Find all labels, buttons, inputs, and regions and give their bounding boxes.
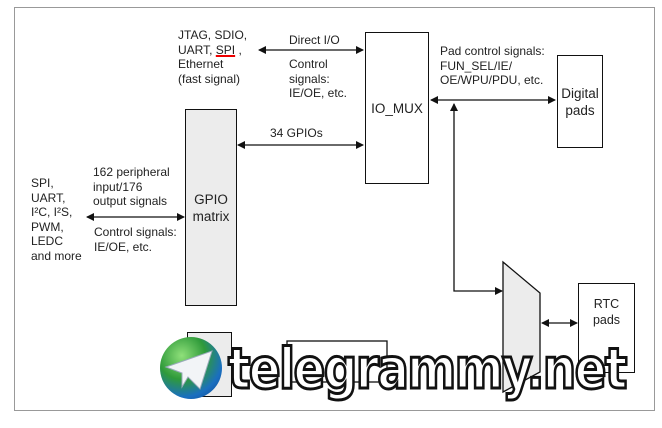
digital-pads-label: Digital pads bbox=[561, 85, 599, 118]
peripherals-line: (fast signal) bbox=[178, 71, 241, 86]
direct-io-label: Direct I/O bbox=[289, 33, 340, 47]
peripherals-line: Ethernet bbox=[178, 57, 224, 71]
lower-box bbox=[286, 340, 388, 383]
watermark-text: telegrammy.net bbox=[227, 337, 629, 402]
rtc-pads-label: RTC pads bbox=[592, 297, 621, 327]
matrix-control-label: Control signals: IE/OE, etc. bbox=[94, 225, 177, 254]
peripherals-line: UART, bbox=[178, 42, 216, 57]
left-peripherals-label: SPI, UART, I²C, I²S, PWM, LEDC and more bbox=[31, 176, 82, 263]
peripherals-line: JTAG, SDIO, bbox=[178, 28, 248, 42]
spi-underlined: SPI bbox=[215, 42, 236, 57]
gpio-matrix-block: GPIO matrix bbox=[185, 109, 237, 306]
mux-feed-arrow bbox=[450, 103, 503, 295]
pad-control-label: Pad control signals: FUN_SEL/IE/ OE/WPU/… bbox=[440, 44, 545, 87]
digital-pads-block: Digital pads bbox=[557, 55, 603, 148]
telegram-globe-icon bbox=[160, 337, 222, 399]
io-mux-block: IO_MUX bbox=[365, 32, 429, 184]
direct-control-label: Control signals: IE/OE, etc. bbox=[289, 57, 348, 100]
rtc-pads-block: RTC pads bbox=[578, 283, 635, 373]
gpio-matrix-label: GPIO matrix bbox=[192, 191, 230, 224]
peripheral-signals-label: 162 peripheral input/176 output signals bbox=[93, 165, 170, 208]
diagram-frame bbox=[14, 7, 655, 411]
fast-peripherals-label: JTAG, SDIO, UART, SPI , Ethernet (fast s… bbox=[178, 28, 247, 86]
io-mux-label: IO_MUX bbox=[371, 100, 423, 116]
rtc-mux bbox=[502, 260, 541, 394]
gpios-label: 34 GPIOs bbox=[270, 126, 323, 140]
peripherals-line: , bbox=[235, 42, 242, 57]
